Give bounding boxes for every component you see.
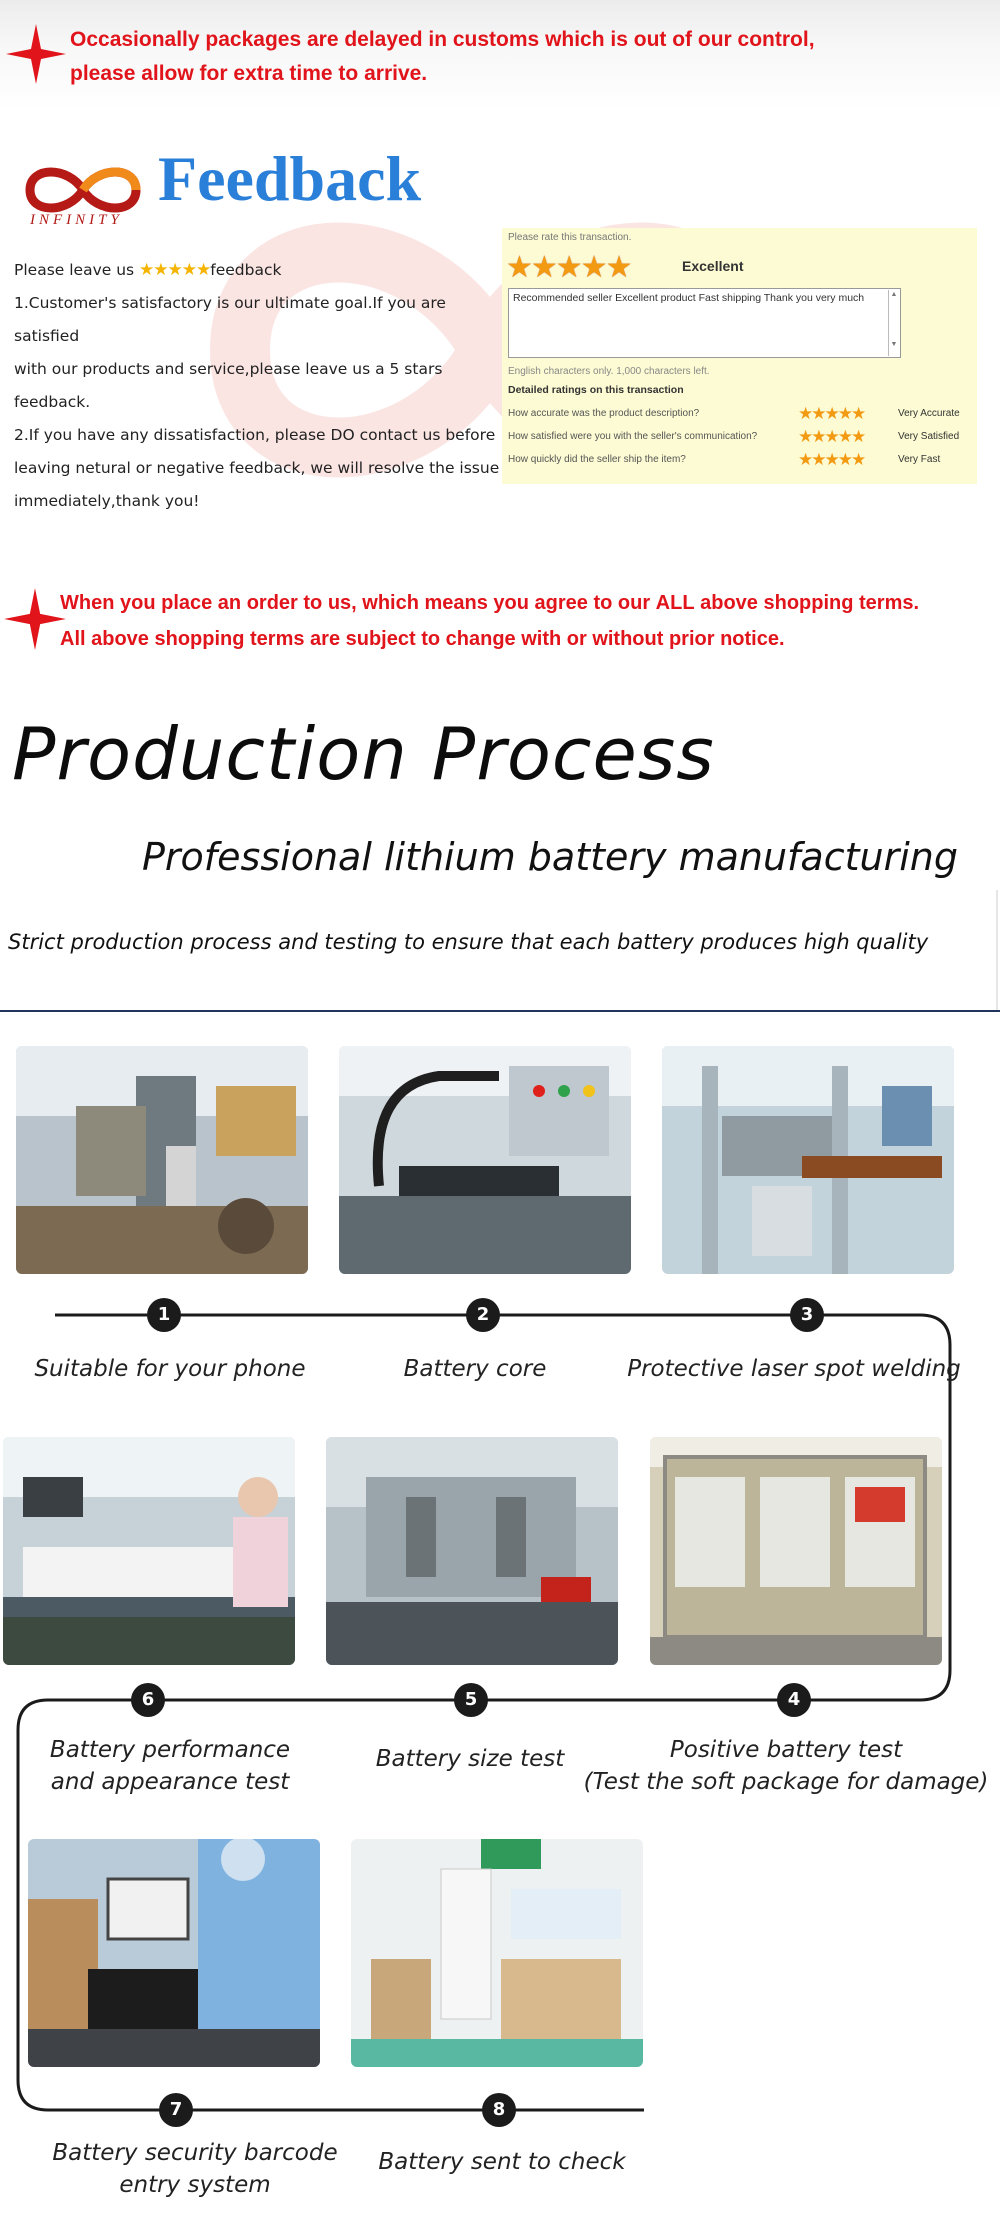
step-badge-6: 6 [131,1683,165,1717]
step-badge-3: 3 [790,1298,824,1332]
step-badge-5: 5 [454,1683,488,1717]
characters-left-note: English characters only. 1,000 character… [508,366,710,377]
step-badge-7: 7 [159,2093,193,2127]
detail-question: How accurate was the product description… [508,408,700,419]
detail-answer: Very Satisfied [898,431,960,442]
detail-question: How satisfied were you with the seller's… [508,431,758,442]
detail-stars: ★★★★★ [798,450,866,469]
step-caption-7-line1: Battery security barcode [52,2140,338,2166]
overall-star-rating: ★★★★★ [506,251,632,284]
terms-notice-line2: All above shopping terms are subject to … [60,628,785,650]
step-caption-7: Battery security barcode entry system [30,2137,360,2201]
comment-scrollbar: ▲▼ [888,290,899,356]
step-caption-3: Protective laser spot welding [627,1356,961,1382]
step-badge-1: 1 [147,1298,181,1332]
feedback-line3: with our products and service,please lea… [14,360,443,411]
process-photo-4 [650,1437,942,1665]
feedback-section: INFINITY Feedback Please leave us ★★★★★f… [0,120,1000,540]
step-badge-8: 8 [482,2093,516,2127]
production-tagline: Strict production process and testing to… [8,930,929,954]
detail-answer: Very Accurate [898,408,960,419]
red-star-icon [4,588,66,650]
step-caption-8: Battery sent to check [378,2149,626,2175]
terms-line1-post: above shopping terms. [694,592,920,614]
terms-notice-line1: When you place an order to us, which mea… [60,592,919,615]
feedback-instructions: Please leave us ★★★★★feedback 1.Customer… [14,254,504,518]
divider [996,890,998,1010]
five-star-icon: ★★★★★ [139,260,211,280]
logo-text: INFINITY [30,212,123,228]
detail-answer: Very Fast [898,454,941,465]
step-caption-1: Suitable for your phone [34,1356,306,1382]
process-photo-8 [351,1839,643,2067]
feedback-line1-pre: Please leave us [14,261,140,279]
feedback-title: Feedback [158,143,422,214]
process-photo-7 [28,1839,320,2067]
step-caption-6: Battery performance and appearance test [20,1734,320,1798]
feedback-line1-post: feedback [210,261,282,279]
customs-notice: Occasionally packages are delayed in cus… [0,0,1000,110]
step-caption-4-line2: (Test the soft package for damage) [583,1769,989,1795]
divider [0,1010,1000,1012]
process-photo-1 [16,1046,308,1274]
step-badge-2: 2 [466,1298,500,1332]
customs-notice-line2: please allow for extra time to arrive. [70,62,428,85]
terms-notice: When you place an order to us, which mea… [0,540,1000,680]
step-caption-4: Positive battery test (Test the soft pac… [576,1734,996,1798]
detail-stars: ★★★★★ [798,427,866,446]
step-caption-2: Battery core [403,1356,547,1382]
terms-line1-pre: When you place an order to us, which mea… [60,592,656,614]
step-badge-4: 4 [777,1683,811,1717]
step-caption-5: Battery size test [375,1746,565,1772]
detailed-ratings-heading: Detailed ratings on this transaction [508,384,684,396]
comment-box: Recommended seller Excellent product Fas… [508,288,901,358]
process-photo-3 [662,1046,954,1274]
customs-notice-line1: Occasionally packages are delayed in cus… [70,28,815,51]
step-caption-6-line2: and appearance test [50,1769,290,1795]
infinity-logo [25,167,141,213]
rating-form-sample: Please rate this transaction. ★★★★★ Exce… [502,228,977,484]
production-title: Production Process [12,712,715,796]
process-photo-2 [339,1046,631,1274]
feedback-line5: leaving netural or negative feedback, we… [14,459,500,477]
process-photo-6 [3,1437,295,1665]
detail-question: How quickly did the seller ship the item… [508,454,686,465]
comment-text: Recommended seller Excellent product Fas… [513,292,865,304]
step-caption-4-line1: Positive battery test [669,1737,903,1763]
feedback-line2: 1.Customer's satisfactory is our ultimat… [14,294,446,345]
red-star-icon [6,24,66,84]
overall-rating-label: Excellent [682,258,744,274]
terms-line1-bold: ALL [655,592,695,614]
feedback-line6: immediately,thank you! [14,492,200,510]
step-caption-6-line1: Battery performance [49,1737,291,1763]
production-subtitle: Professional lithium battery manufacturi… [142,835,958,879]
feedback-line4: 2.If you have any dissatisfaction, pleas… [14,426,496,444]
step-caption-7-line2: entry system [119,2172,271,2198]
process-photo-5 [326,1437,618,1665]
rating-prompt: Please rate this transaction. [508,232,632,243]
detail-stars: ★★★★★ [798,404,866,423]
